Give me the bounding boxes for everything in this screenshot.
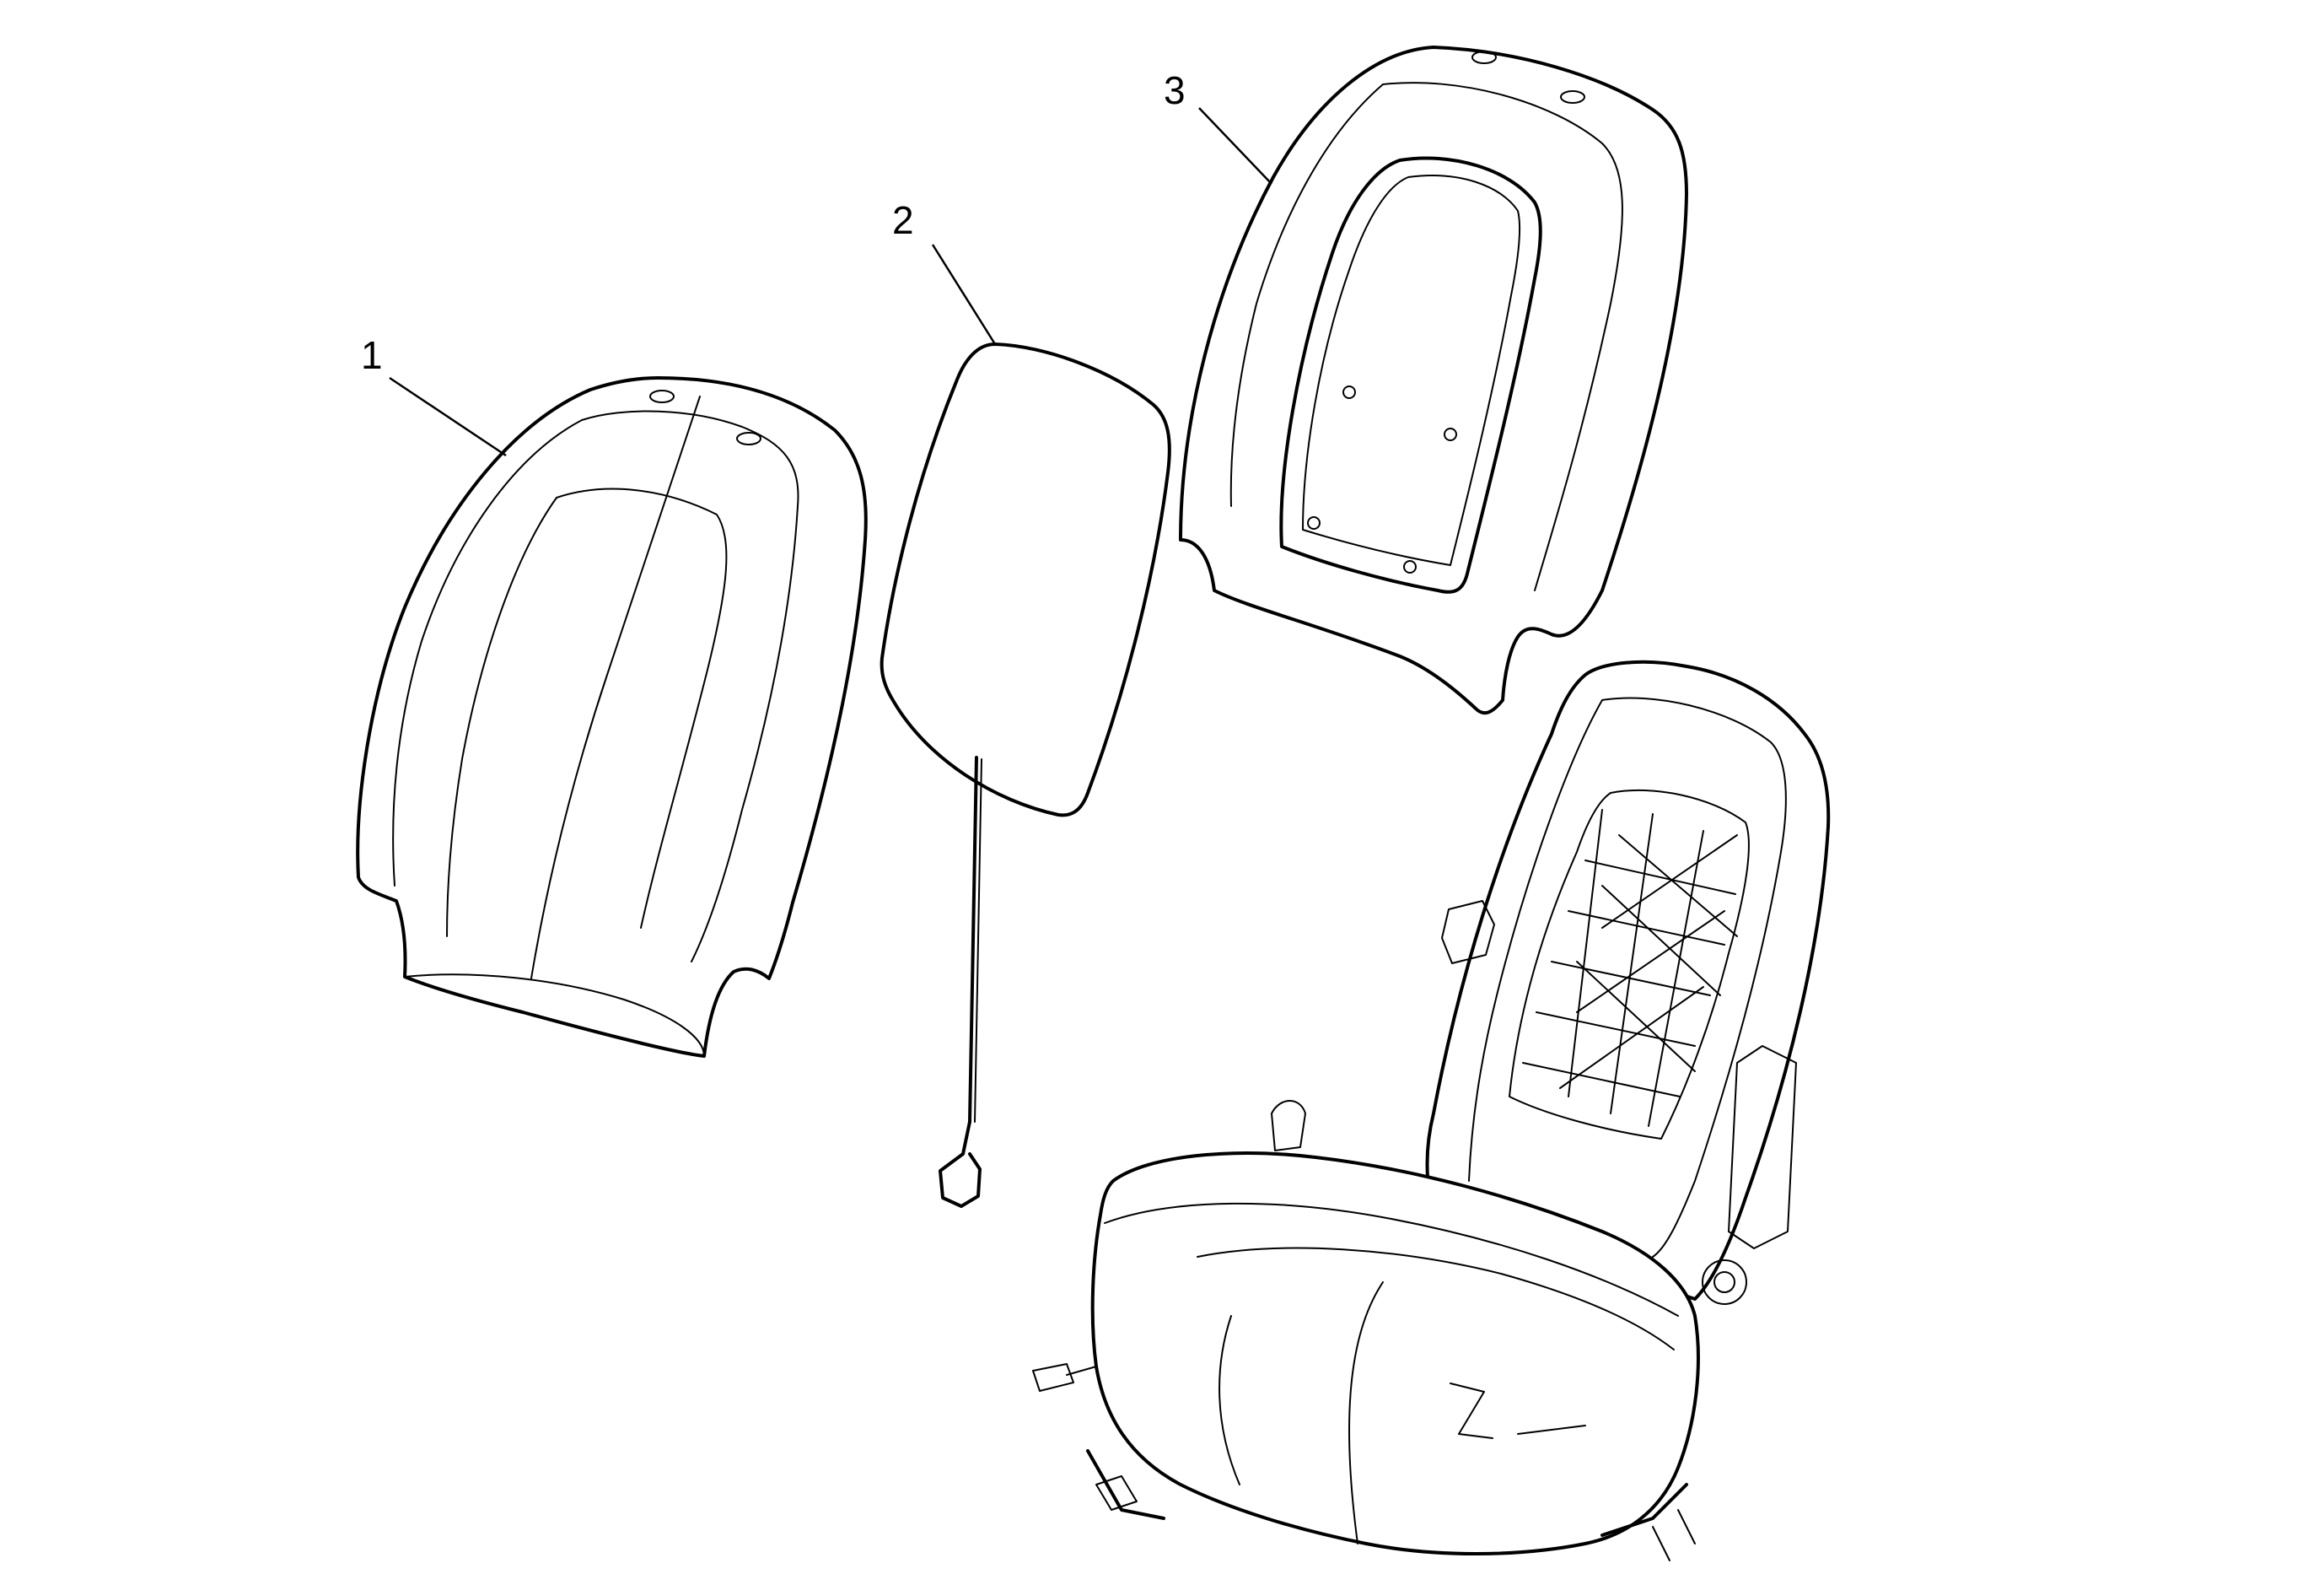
callout-1-label: 1 <box>361 333 383 377</box>
leader-lines <box>389 107 1272 457</box>
seat-assembly <box>1032 660 1831 1561</box>
callout-3-label: 3 <box>1164 68 1186 112</box>
leader-line-2 <box>931 244 997 345</box>
part-3-seatback-rear-panel <box>1179 46 1688 715</box>
callout-2-label: 2 <box>892 198 914 242</box>
part-1-seatback-cover <box>356 376 868 1058</box>
leader-line-3 <box>1198 107 1272 185</box>
part-2-seatback-pad <box>880 342 1171 1208</box>
leader-line-1 <box>389 376 507 457</box>
